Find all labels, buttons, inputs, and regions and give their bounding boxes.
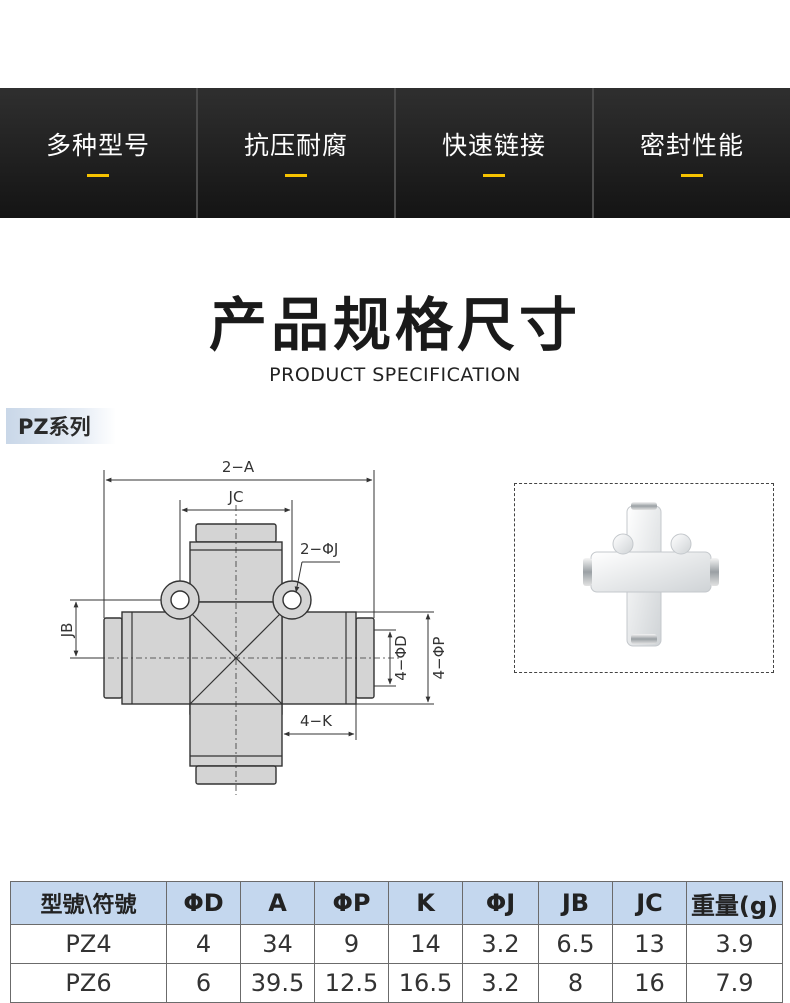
table-cell: 16.5: [388, 963, 463, 1003]
feature-underline: [681, 173, 703, 177]
table-row: PZ4 4 34 9 14 3.2 6.5 13 3.9: [10, 924, 783, 964]
table-cell: 7.9: [686, 963, 783, 1003]
dim-label-d: 4−ΦD: [392, 635, 410, 680]
table-cell: 8: [538, 963, 613, 1003]
cross-fitting-image: [583, 502, 719, 647]
column-header: A: [240, 881, 315, 925]
table-cell: 12.5: [314, 963, 389, 1003]
dimension-drawing: 2−A JC 2−ΦJ JB 4−ΦD 4−ΦP 4−K: [58, 458, 448, 795]
column-header: ΦJ: [462, 881, 539, 925]
table-cell: 39.5: [240, 963, 315, 1003]
feature-underline: [483, 173, 505, 177]
column-header: K: [388, 881, 463, 925]
column-header: 重量(g): [686, 881, 783, 925]
table-cell: 3.2: [462, 924, 539, 964]
feature-underline: [87, 173, 109, 177]
table-cell: 3.9: [686, 924, 783, 964]
feature-banner: 多种型号 抗压耐腐 快速链接 密封性能: [0, 88, 790, 218]
table-cell: 3.2: [462, 963, 539, 1003]
dim-label-j: 2−ΦJ: [300, 540, 338, 558]
column-header: JB: [538, 881, 613, 925]
feature-item: 密封性能: [594, 88, 790, 218]
column-header: 型號\符號: [10, 881, 167, 925]
column-header: JC: [612, 881, 687, 925]
table-header-row: 型號\符號 ΦD A ΦP K ΦJ JB JC 重量(g): [10, 881, 783, 925]
dim-label-p: 4−ΦP: [430, 637, 448, 680]
product-photo: [514, 483, 774, 673]
dim-label-a: 2−A: [222, 458, 255, 476]
section-subtitle: PRODUCT SPECIFICATION: [269, 364, 521, 386]
feature-label: 多种型号: [45, 130, 150, 160]
table-cell: 14: [388, 924, 463, 964]
feature-item: 快速链接: [396, 88, 594, 218]
table-cell: 4: [166, 924, 241, 964]
table-cell: PZ6: [10, 963, 167, 1003]
table-row: PZ6 6 39.5 12.5 16.5 3.2 8 16 7.9: [10, 963, 783, 1003]
table-cell: 34: [240, 924, 315, 964]
column-header: ΦP: [314, 881, 389, 925]
column-header: ΦD: [166, 881, 241, 925]
table-cell: 13: [612, 924, 687, 964]
table-cell: PZ4: [10, 924, 167, 964]
dim-label-jb: JB: [58, 623, 76, 639]
table-cell: 9: [314, 924, 389, 964]
feature-label: 快速链接: [441, 130, 546, 160]
table-cell: 16: [612, 963, 687, 1003]
table-cell: 6.5: [538, 924, 613, 964]
dim-label-k: 4−K: [300, 712, 333, 730]
feature-label: 密封性能: [639, 130, 744, 160]
feature-item: 抗压耐腐: [198, 88, 396, 218]
feature-underline: [285, 173, 307, 177]
series-tag: PZ系列: [6, 408, 116, 444]
spec-table: 型號\符號 ΦD A ΦP K ΦJ JB JC 重量(g) PZ4 4 34 …: [10, 881, 783, 1003]
section-title: 产品规格尺寸: [208, 291, 581, 359]
feature-label: 抗压耐腐: [243, 130, 348, 160]
feature-item: 多种型号: [0, 88, 198, 218]
table-cell: 6: [166, 963, 241, 1003]
dim-label-jc: JC: [228, 488, 244, 506]
